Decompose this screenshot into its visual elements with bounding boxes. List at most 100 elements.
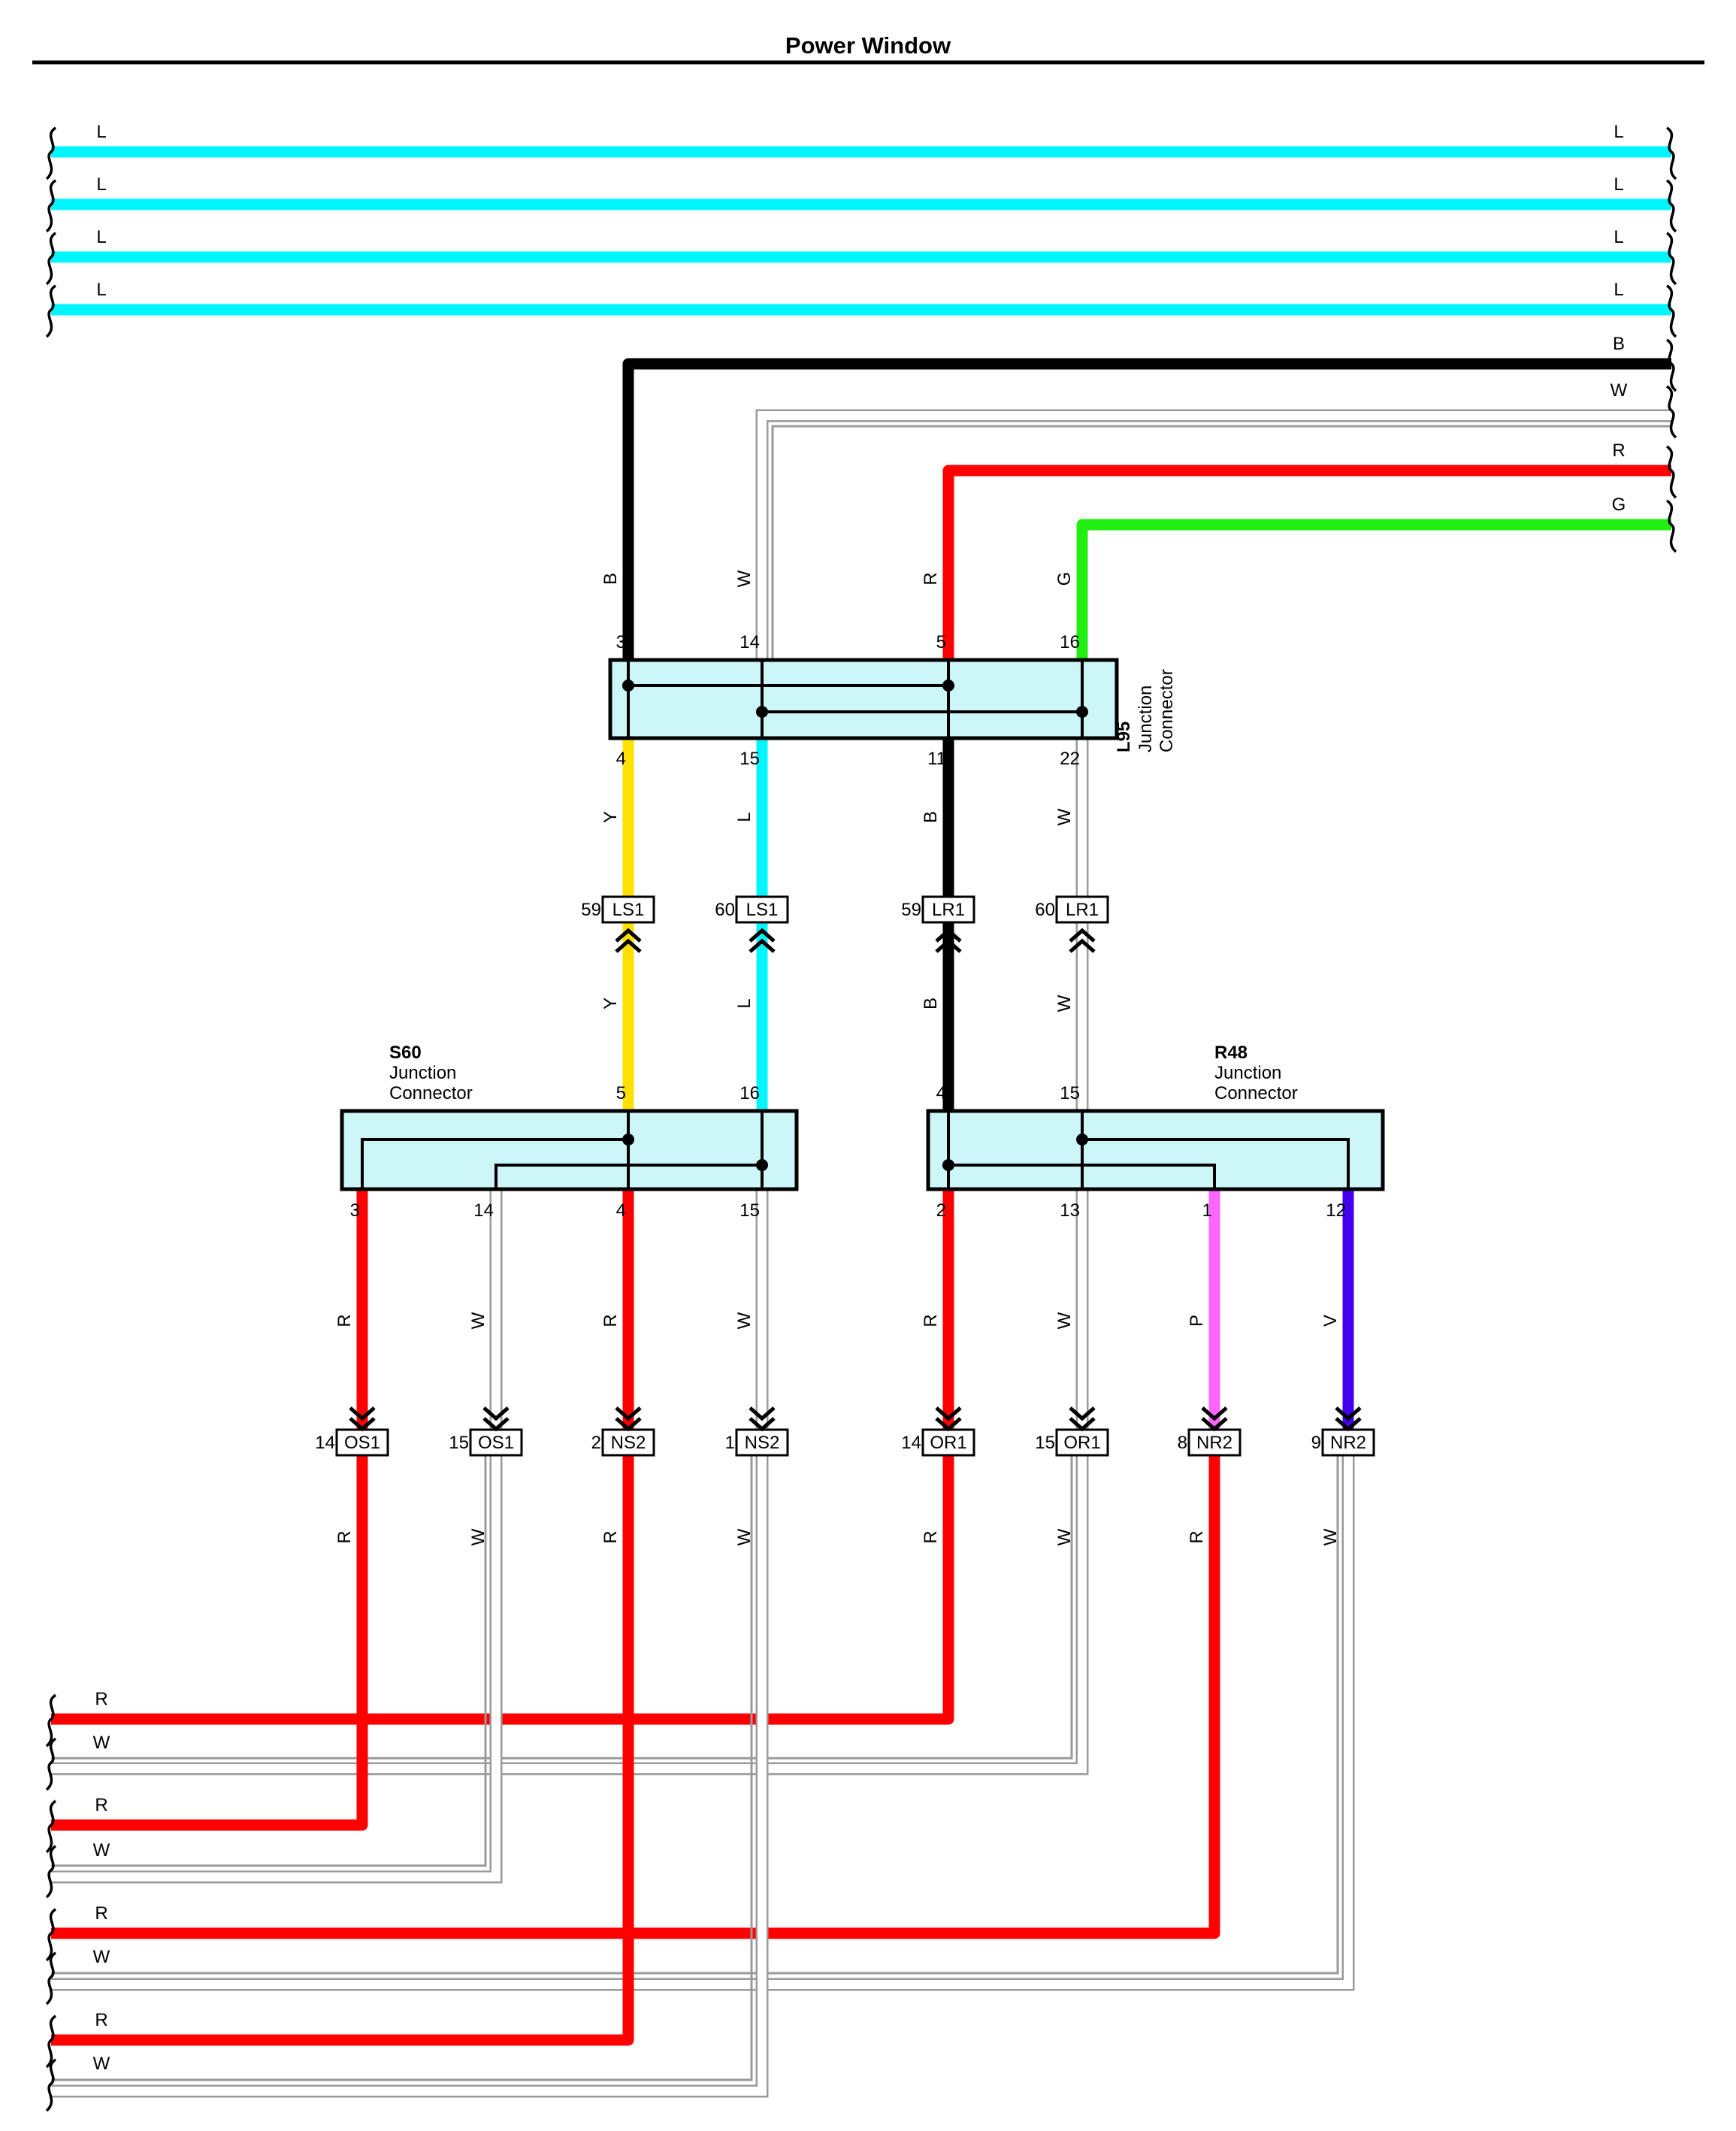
break-mark: [1665, 284, 1677, 338]
inline-connector-code: NS2: [745, 1433, 780, 1453]
junction-dot: [1076, 1134, 1088, 1146]
pin-number: 5: [936, 632, 946, 652]
chevron-icon: [1201, 1417, 1228, 1432]
chevron-icon: [482, 1417, 510, 1432]
inline-connector-code: LR1: [932, 900, 965, 920]
pin-number: 15: [739, 1200, 760, 1221]
break-mark: [1665, 499, 1677, 553]
pin-number: 4: [936, 1083, 946, 1103]
wire-label: L: [96, 280, 106, 300]
chevron-icon: [1069, 938, 1096, 953]
inline-connector-box: [735, 1428, 789, 1457]
inline-connector-code: NR2: [1196, 1433, 1232, 1453]
wire-label: W: [93, 2054, 110, 2074]
wire-label: R: [600, 1530, 621, 1543]
break-mark: [45, 232, 57, 286]
wire-label: R: [334, 1530, 355, 1543]
s60-bottom-pins: 3 14 4 15: [350, 1200, 760, 1221]
wire-label: R: [1612, 440, 1625, 461]
pin-number: 16: [1060, 632, 1080, 652]
chevron-icon: [749, 938, 776, 953]
break-mark: [45, 1694, 57, 1748]
chevron-icon: [749, 1417, 776, 1432]
inline-pin: 59: [581, 900, 601, 920]
l95-code: L95: [1114, 722, 1134, 752]
chevron-icon: [749, 928, 776, 943]
break-mark: [1665, 126, 1677, 180]
wire-label: L: [96, 122, 106, 142]
l95-top-pins: 3 14 5 16: [616, 632, 1080, 652]
wire-label: L: [96, 174, 106, 195]
inline-pin: 15: [449, 1433, 469, 1453]
chevron-icon: [935, 928, 962, 943]
pin-number: 14: [473, 1200, 494, 1221]
chevron-icon: [349, 1417, 376, 1432]
inline-pin: 9: [1311, 1433, 1321, 1453]
r48-caption-line2: Connector: [1214, 1083, 1298, 1103]
wire-bot-0: [51, 1454, 954, 1725]
wire-label: W: [734, 1312, 755, 1329]
wire-label: W: [1054, 1312, 1075, 1329]
wire-label: B: [921, 811, 941, 823]
wire-bot-6: [51, 1454, 634, 2046]
inline-connector-bottom: NS2: [601, 1406, 655, 1457]
wire-label: L: [1614, 280, 1623, 300]
break-mark: [45, 284, 57, 338]
wire-label: R: [600, 1314, 621, 1327]
pin-number: 16: [739, 1083, 760, 1103]
break-mark: [45, 179, 57, 233]
s60-caption-line1: Junction: [389, 1063, 456, 1083]
r48-junction-connector: [926, 1109, 1385, 1191]
wire-bot-3-core: [51, 1454, 501, 1881]
break-mark: [45, 1800, 57, 1854]
wire-label: G: [1054, 572, 1075, 586]
wire-label: W: [1320, 1528, 1341, 1545]
chevron-icon: [1069, 1417, 1096, 1432]
break-mark: [1665, 179, 1677, 233]
chevron-icon: [1069, 928, 1096, 943]
inline-connector-bottom: OS1: [335, 1406, 389, 1457]
wire-label: B: [1613, 334, 1625, 354]
wire-label: W: [1610, 380, 1628, 401]
break-mark: [45, 1845, 57, 1899]
junction-dot: [756, 706, 768, 718]
break-mark: [45, 2014, 57, 2069]
wire-label: R: [95, 1689, 107, 1709]
pin-number: 13: [1060, 1200, 1080, 1221]
break-mark: [45, 1951, 57, 2005]
wire-b-l95: [622, 358, 1671, 660]
l95-caption-line2: Connector: [1157, 669, 1177, 752]
inline-connector-box: [921, 895, 975, 924]
wire-label: R: [921, 1314, 941, 1327]
break-mark: [1665, 445, 1677, 499]
chevron-icon: [615, 1406, 642, 1421]
break-marks-layer: [45, 126, 1677, 2112]
wire-label: W: [468, 1312, 488, 1329]
wire-label: W: [1054, 994, 1075, 1012]
inline-connector-mid: LS1: [601, 895, 655, 953]
wire-label: L: [1614, 122, 1623, 142]
inline-pin: 60: [1035, 900, 1055, 920]
junction-dot: [756, 1159, 768, 1171]
inline-pin: 14: [901, 1433, 921, 1453]
s60-top-pins: 5 16: [616, 1083, 760, 1103]
junction-dot: [942, 1159, 954, 1171]
chevron-icon: [349, 1406, 376, 1421]
wire-label: V: [1320, 1315, 1341, 1327]
inline-connector-bottom: NR2: [1321, 1406, 1375, 1457]
inline-connector-bottom: NR2: [1187, 1406, 1242, 1457]
inline-pin: 59: [901, 900, 921, 920]
chevron-icon: [935, 938, 962, 953]
wire-label: R: [921, 1530, 941, 1543]
inline-connector-code: NS2: [611, 1433, 646, 1453]
inline-pin: 2: [591, 1433, 601, 1453]
wire-bot-7-core: [51, 1454, 767, 2096]
inline-connector-code: OR1: [1063, 1433, 1100, 1453]
pin-number: 12: [1326, 1200, 1346, 1221]
junction-dot: [942, 680, 954, 692]
pin-number: 15: [739, 749, 760, 769]
chevron-icon: [1201, 1406, 1228, 1421]
break-mark: [45, 2058, 57, 2112]
